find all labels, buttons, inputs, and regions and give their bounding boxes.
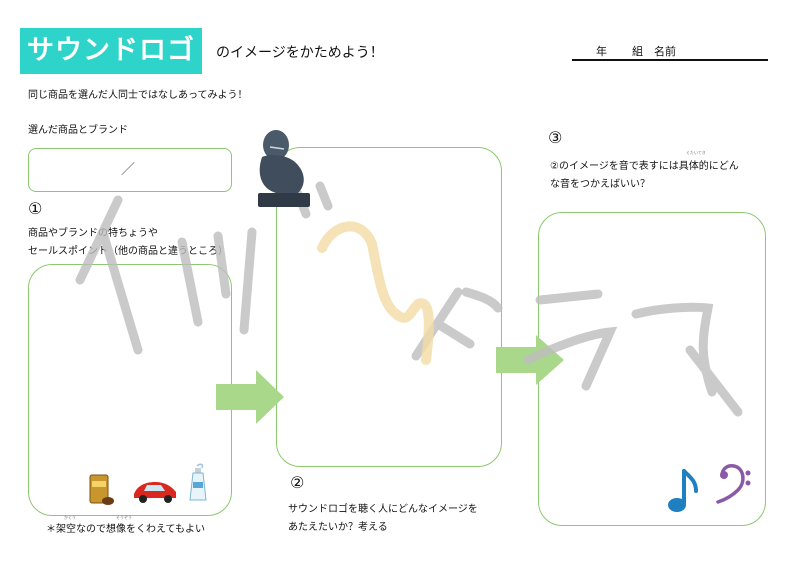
class-label: 組 bbox=[632, 45, 643, 58]
step1-number: ① bbox=[28, 199, 43, 218]
step3-number: ③ bbox=[548, 128, 563, 147]
step3-line1: ②のイメージを音で表すには具体的にどん bbox=[550, 161, 739, 172]
thinker-statue-icon bbox=[258, 130, 310, 207]
step3-line2: な音をつかえばいい？ bbox=[550, 179, 650, 190]
bass-clef-icon bbox=[716, 464, 751, 504]
page-title: のイメージをかためよう！ bbox=[216, 45, 384, 61]
step2-line2: あたえたいか？考える bbox=[288, 522, 388, 533]
title-badge: サウンドロゴ bbox=[20, 28, 202, 74]
ruby-kakuu: かくう bbox=[64, 515, 76, 520]
product-separator: ／ bbox=[121, 162, 135, 178]
ruby-souzou: そうぞう bbox=[116, 515, 132, 520]
arrow-right-1-icon bbox=[216, 370, 284, 424]
product-label: 選んだ商品とブランド bbox=[28, 125, 128, 136]
curry-box-icon bbox=[89, 474, 114, 505]
step1-note: ＊架空なので想像をくわえてもよい bbox=[46, 524, 205, 535]
ruby-gutaiteki: ぐたいてき bbox=[686, 150, 706, 155]
red-car-icon bbox=[134, 482, 176, 503]
step1-line1: 商品やブランドの特ちょうや bbox=[28, 228, 158, 239]
product-brand-field[interactable] bbox=[28, 148, 232, 192]
step2-number: ② bbox=[290, 473, 305, 492]
step1-line2: セールスポイント（他の商品と違うところ） bbox=[28, 246, 228, 257]
toothpaste-icon bbox=[189, 463, 207, 501]
grade-label: 年 bbox=[596, 45, 607, 58]
music-note-icon bbox=[668, 469, 698, 512]
name-label: 名前 bbox=[654, 45, 676, 58]
step2-line1: サウンドロゴを聴く人にどんなイメージを bbox=[288, 504, 478, 515]
instruction-text: 同じ商品を選んだ人同士ではなしあってみよう！ bbox=[28, 90, 248, 101]
name-field[interactable]: 年 組 名前 bbox=[572, 43, 768, 61]
